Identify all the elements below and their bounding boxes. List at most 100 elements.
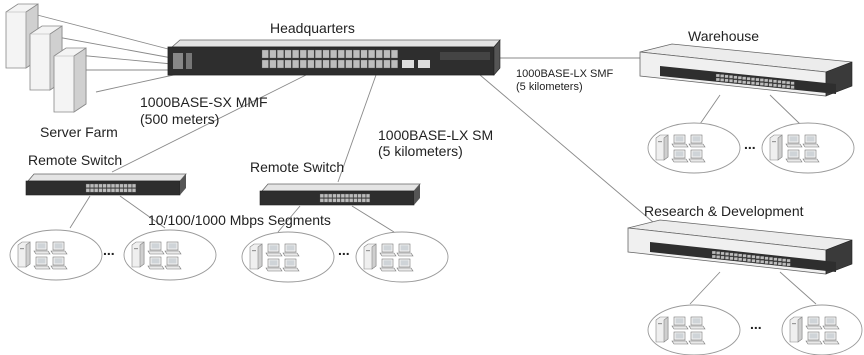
- port: [742, 254, 747, 258]
- port: [375, 59, 383, 69]
- port: [357, 193, 362, 198]
- links-group: [17, 9, 817, 305]
- link-wh-b: [769, 94, 801, 125]
- server-icon: [363, 243, 377, 270]
- headquarters-label: Headquarters: [270, 20, 355, 36]
- port: [284, 59, 292, 69]
- port: [98, 183, 103, 188]
- workstation-cluster: [761, 122, 855, 174]
- port: [127, 183, 132, 188]
- port: [328, 193, 333, 198]
- port: [764, 82, 769, 87]
- server-icon: [53, 47, 87, 113]
- port: [90, 188, 94, 193]
- port: [322, 49, 330, 59]
- link-lx-sm-label-line1: 1000BASE-LX SM: [378, 127, 494, 143]
- port: [123, 188, 128, 193]
- server-icon: [789, 316, 803, 343]
- ellipsis-research: ...: [750, 316, 762, 332]
- workstation-cluster: [781, 304, 863, 355]
- workstation-cluster: [647, 304, 741, 355]
- port: [336, 198, 341, 203]
- port: [115, 188, 120, 193]
- link-sx-label-line2: (500 meters): [140, 111, 220, 127]
- port: [349, 193, 354, 198]
- port: [769, 257, 773, 261]
- port: [782, 258, 787, 262]
- port: [292, 49, 300, 59]
- port: [751, 259, 756, 263]
- port: [773, 261, 778, 265]
- port: [790, 85, 795, 89]
- port: [340, 193, 345, 198]
- port: [366, 193, 370, 198]
- link-hq-remote1: [111, 74, 307, 173]
- port: [111, 188, 115, 193]
- link-rd-b: [779, 271, 817, 305]
- port: [106, 183, 111, 188]
- port: [345, 59, 353, 69]
- port: [94, 188, 99, 193]
- port: [368, 49, 376, 59]
- port: [724, 74, 729, 79]
- port: [98, 188, 103, 193]
- port: [119, 183, 124, 188]
- port: [759, 82, 764, 86]
- ellipsis-remote1: ...: [103, 242, 115, 258]
- warehouse-switch: [639, 43, 853, 97]
- port: [746, 76, 751, 81]
- port: [711, 254, 716, 259]
- port: [724, 78, 729, 83]
- ellipsis-warehouse: ...: [744, 136, 756, 152]
- ellipsis-remote2: ...: [338, 242, 350, 258]
- port: [261, 59, 269, 69]
- port: [383, 49, 391, 59]
- port: [261, 49, 269, 59]
- link-r2-a: [277, 205, 301, 233]
- port: [353, 198, 358, 203]
- research-ports: [711, 250, 791, 267]
- port: [315, 49, 322, 59]
- port: [391, 59, 398, 69]
- link-sx-label-line1: 1000BASE-SX MMF: [140, 94, 268, 110]
- warehouse-label: Warehouse: [688, 28, 760, 44]
- remote-switch-2-ports: [319, 193, 370, 203]
- link-hq-remote2: [337, 74, 377, 183]
- port: [328, 198, 333, 203]
- port: [330, 49, 338, 59]
- port: [729, 256, 734, 261]
- headquarters-switch: [167, 39, 501, 76]
- remote-switch-1: [25, 173, 187, 196]
- port: [751, 77, 755, 81]
- port: [729, 79, 733, 83]
- link-wh-a: [699, 94, 721, 125]
- port: [742, 258, 747, 262]
- port: [353, 193, 358, 198]
- port: [337, 49, 345, 59]
- port: [715, 77, 720, 82]
- link-server-1: [17, 9, 173, 51]
- port: [102, 188, 107, 193]
- port: [85, 183, 90, 188]
- port: [755, 255, 760, 259]
- port: [755, 81, 760, 86]
- port: [786, 258, 791, 263]
- port: [353, 59, 360, 69]
- port: [768, 79, 773, 83]
- link-lx-smf-label-line1: 1000BASE-LX SMF: [516, 68, 614, 80]
- port: [330, 59, 338, 69]
- port: [733, 75, 738, 79]
- port: [786, 85, 791, 89]
- port: [353, 49, 360, 59]
- port: [725, 256, 729, 260]
- port: [733, 257, 738, 261]
- port: [716, 251, 721, 255]
- port: [790, 81, 795, 85]
- link-lx-sm-label-line2: (5 kilometers): [378, 143, 463, 159]
- port: [711, 250, 716, 255]
- port: [738, 253, 743, 258]
- port: [777, 84, 782, 88]
- port: [747, 258, 751, 262]
- segments-label: 10/100/1000 Mbps Segments: [148, 212, 331, 228]
- port: [777, 257, 782, 262]
